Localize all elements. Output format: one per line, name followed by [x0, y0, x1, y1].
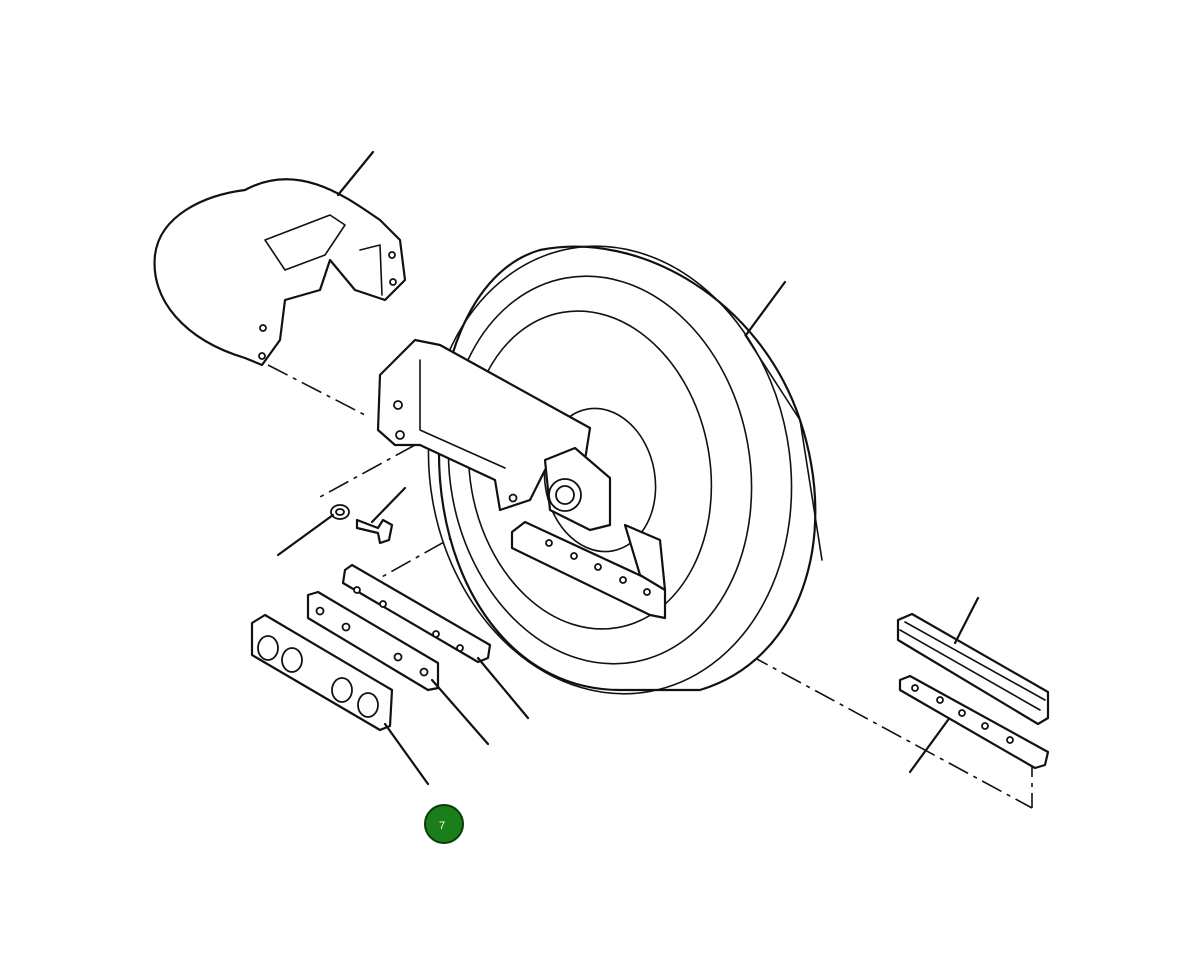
bolt — [355, 518, 394, 545]
support-bracket — [376, 338, 612, 532]
callout-label: 7 — [439, 820, 445, 832]
idler-wheel — [427, 245, 823, 695]
callout-circle[interactable] — [424, 804, 464, 844]
guide-rail — [896, 612, 1050, 726]
idler-guard — [153, 178, 407, 367]
callout-marker[interactable]: 7 — [424, 804, 464, 844]
shim-plate — [341, 563, 492, 664]
leader-lines — [276, 150, 980, 786]
wear-plate — [898, 674, 1050, 770]
washer — [330, 504, 350, 520]
spacer-block — [250, 613, 394, 732]
bracket-lower-rail — [510, 520, 667, 620]
